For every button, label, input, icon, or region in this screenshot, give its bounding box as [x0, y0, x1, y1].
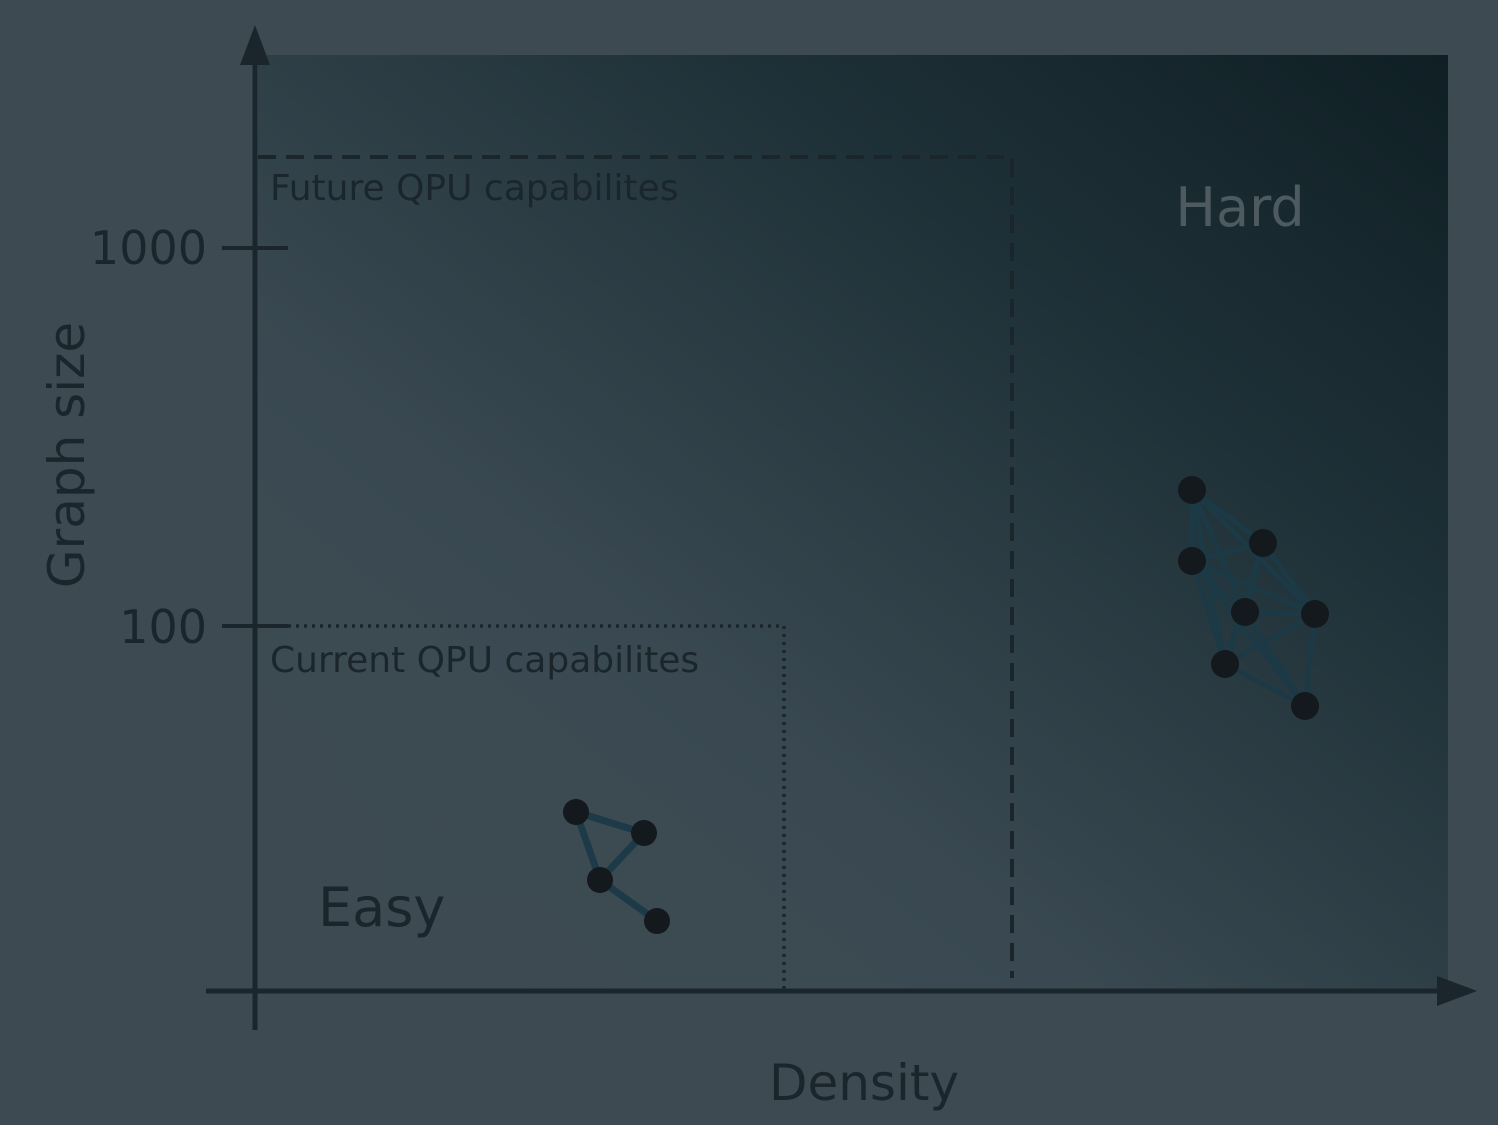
current-qpu-boundary [288, 624, 786, 990]
future-qpu-boundary [258, 155, 1014, 978]
difficulty-gradient [258, 55, 1448, 990]
dense-graph-icon [1178, 476, 1329, 720]
x-axis-title: Density [769, 1054, 959, 1112]
y-tick-label-100: 100 [119, 600, 207, 654]
current-qpu-label: Current QPU capabilites [270, 640, 699, 681]
future-qpu-label: Future QPU capabilites [270, 168, 679, 209]
y-axis-title: Graph size [38, 322, 96, 588]
hard-label: Hard [1175, 176, 1304, 239]
y-tick-label-1000: 1000 [90, 221, 207, 275]
easy-label: Easy [318, 876, 445, 939]
sparse-graph-icon [563, 799, 670, 934]
